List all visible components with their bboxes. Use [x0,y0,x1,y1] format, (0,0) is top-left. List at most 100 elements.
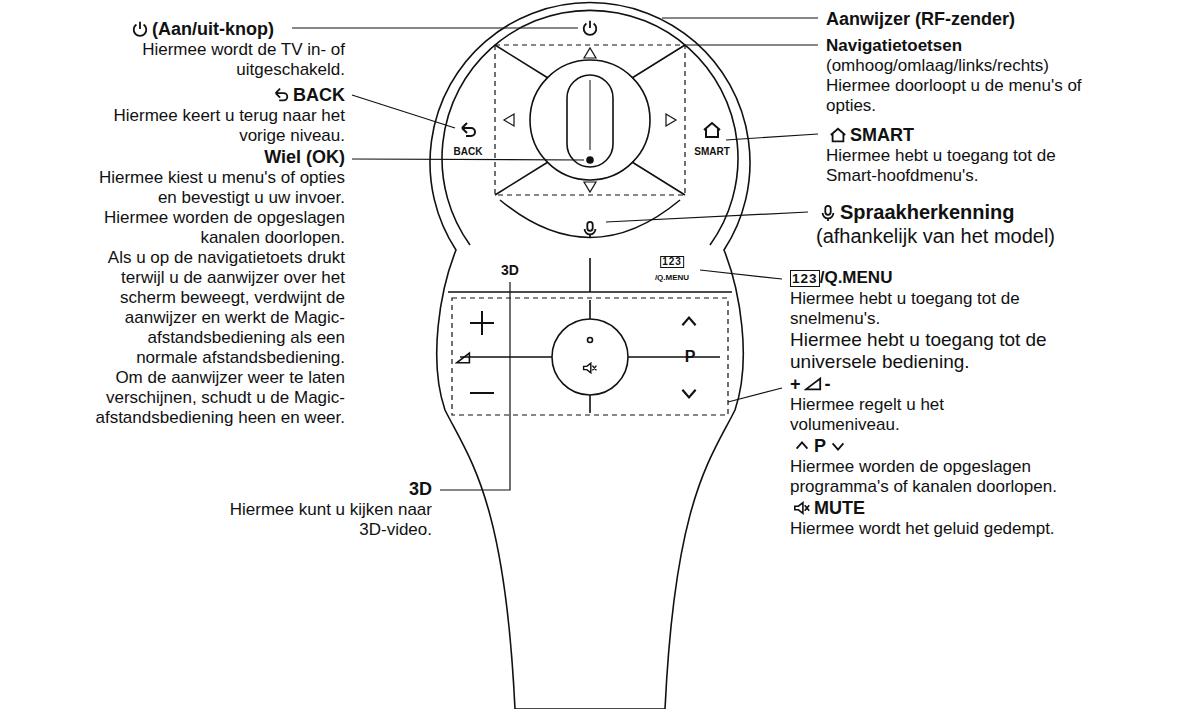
vol-prog-dashed-frame [452,298,728,415]
callout-row: Aanwijzer (RF-zender) [826,8,1156,30]
callout-row: Om de aanwijzer weer te laten verschijne… [73,368,345,428]
button-label: BACK [454,147,483,157]
callout-group: 3DHiermee kunt u kijken naar 3D-video. [192,478,432,540]
callout-row: Hiermee kiest u menu's of opties en beve… [90,168,345,208]
callout-text: Hiermee doorloopt u de menu's of opties. [826,76,1082,115]
leader-line [440,282,510,490]
minus-symbol [470,392,494,394]
leader-line [662,17,818,18]
row-separator [448,258,732,292]
button-label: 3D [501,263,519,277]
callout-group: BACKHiermee keert u terug naar het vorig… [0,84,345,428]
callout-heading: SMART [850,125,914,145]
button-dividers [460,300,720,413]
callout-group: Hiermee wordt de TV in- of uitgeschakeld… [25,40,345,80]
button-label: /Q.MENU [655,274,689,282]
inline-icon [793,499,811,517]
button-label: SMART [694,147,730,157]
callout-row: Hiermee wordt het geluid gedempt. [790,519,1090,539]
leader-line [606,212,808,222]
callout-heading: P [814,436,826,456]
callout-row: BACK [0,84,345,106]
callout-text: Hiermee hebt u toegang tot de snelmenu's… [790,289,1020,328]
callout-text: Om de aanwijzer weer te laten verschijne… [95,368,345,427]
callout-group: 123/Q.MENUHiermee hebt u toegang tot de … [790,268,1160,539]
callout-group: SMARTHiermee hebt u toegang tot de Smart… [826,124,1156,186]
callout-row: +- [790,373,1160,395]
callout-heading: /Q.MENU [820,268,893,287]
callout-text: Hiermee worden de opgeslagen programma's… [790,457,1057,496]
callout-heading: Navigatietoetsen [826,36,962,55]
leader-line [685,44,818,45]
callout-row: Wiel (OK) [0,146,345,168]
callout-row: Hiermee keert u terug naar het vorige ni… [110,106,345,146]
callout-row: Hiermee doorloopt u de menu's of opties. [826,76,1106,116]
mute-icon [584,363,597,373]
plus-symbol [470,311,494,335]
callout-text: Hiermee worden de opgeslagen kanalen doo… [104,208,345,247]
callout-row: Hiermee hebt u toegang tot de snelmenu's… [790,289,1060,329]
callout-heading: Spraakherkenning [840,201,1015,223]
leader-line [726,134,818,140]
callout-row: Hiermee wordt de TV in- of uitgeschakeld… [45,40,345,80]
power-icon [584,21,597,35]
inline-icon [819,204,837,222]
volume-icon [457,353,470,363]
callout-row: Hiermee hebt u toegang tot de universele… [790,329,1090,373]
inline-icon [272,86,290,104]
back-icon [462,123,475,136]
callout-row: SMART [826,124,1156,146]
callout-row: (afhankelijk van het model) [816,224,1166,248]
mic-button-arc [500,200,680,238]
callout-text: Hiermee kunt u kijken naar 3D-video. [230,500,432,539]
callout-row: 3D [192,478,432,500]
mute-dot [588,338,593,343]
callout-row: Hiermee regelt u het volumeniveau. [790,395,1040,435]
leader-line [352,95,455,128]
callout-text: (omhoog/omlaag/links/rechts) [826,56,1049,75]
leader-line [728,388,782,402]
callout-text: Hiermee wordt het geluid gedempt. [790,519,1055,538]
callout-row: MUTE [790,497,1160,519]
nav-dial [530,60,650,180]
callout-group: (Aan/uit-knop) [128,18,348,40]
callout-row: Hiermee worden de opgeslagen programma's… [790,457,1090,497]
callout-group: Navigatietoetsen (omhoog/omlaag/links/re… [826,36,1156,116]
callout-heading: BACK [293,85,345,105]
callout-row: Als u op de navigatietoets drukt terwijl… [83,248,345,368]
smart-icon [704,123,720,137]
mic-icon [585,222,596,237]
callout-text: Hiermee hebt u toegang tot de Smart-hoof… [826,146,1056,185]
callout-row: Spraakherkenning [816,200,1166,224]
callout-heading: Wiel (OK) [264,147,345,167]
callout-group: Aanwijzer (RF-zender) [826,8,1156,30]
inline-icon [829,126,847,144]
callout-row: 123/Q.MENU [790,268,1160,289]
wheel-groove [590,80,591,150]
inline-icon [793,437,811,455]
callout-heading: 123 [790,270,820,287]
leader-line [700,270,782,279]
nav-arrows [504,48,676,192]
callout-text: Hiermee regelt u het volumeniveau. [790,395,944,434]
wheel [567,75,613,167]
callout-heading: Aanwijzer (RF-zender) [826,9,1015,29]
inline-icon [131,20,149,38]
callout-row: Hiermee hebt u toegang tot de Smart-hoof… [826,146,1086,186]
callout-row: Navigatietoetsen (omhoog/omlaag/links/re… [826,36,1156,76]
callout-heading: 3D [409,479,432,499]
inline-icon [829,437,847,455]
callout-heading: (Aan/uit-knop) [152,19,274,39]
button-label: P [685,349,696,365]
up-chevron [682,318,695,326]
down-chevron [682,390,695,398]
callout-heading: - [825,374,831,394]
nav-diagonals [495,45,685,195]
inline-icon [804,375,822,393]
callout-text: Hiermee keert u terug naar het vorige ni… [113,106,345,145]
callout-text: (afhankelijk van het model) [816,225,1055,247]
callout-row: P [790,435,1160,457]
callout-row: (Aan/uit-knop) [128,18,348,40]
leader-line [352,159,584,160]
mute-button [552,319,628,395]
